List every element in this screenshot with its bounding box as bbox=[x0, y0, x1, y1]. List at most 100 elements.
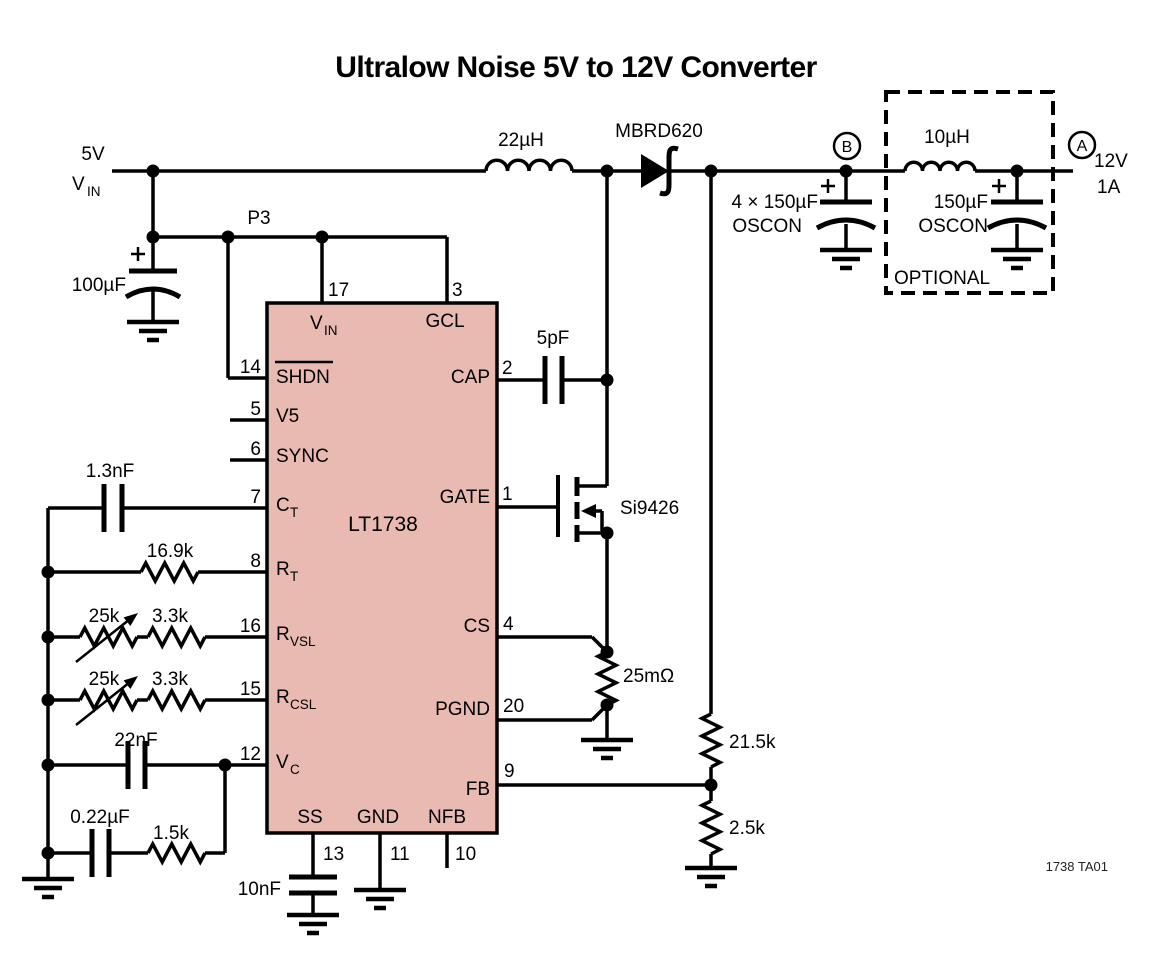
pin-num-10: 10 bbox=[455, 844, 476, 865]
pin-num-3: 3 bbox=[452, 280, 463, 301]
input-voltage-label: 5V bbox=[81, 144, 105, 165]
wire-switch-node bbox=[497, 171, 609, 652]
cap-22nf: 22nF bbox=[114, 730, 158, 789]
ground-symbol-input-cap bbox=[127, 319, 179, 343]
pin-num-9: 9 bbox=[504, 761, 515, 782]
pin-num-7: 7 bbox=[250, 487, 261, 508]
pin-num-16: 16 bbox=[240, 616, 261, 637]
pin-num-1: 1 bbox=[502, 484, 513, 505]
resistor-2.5k-value: 2.5k bbox=[729, 818, 765, 839]
pot-arrow bbox=[75, 618, 131, 663]
optional-dashed-border bbox=[884, 90, 1055, 295]
wire-cs-pgnd bbox=[497, 635, 609, 738]
node-marker-a: A bbox=[1067, 130, 1097, 160]
resistor-16.9k: 16.9k bbox=[139, 541, 200, 585]
pin-label-rvsl: R bbox=[276, 624, 290, 645]
pin-label-vin: V bbox=[310, 313, 323, 334]
pot-rcsl-value: 25k bbox=[89, 669, 120, 690]
ic-body bbox=[265, 301, 499, 835]
cap-1.3nf-value: 1.3nF bbox=[86, 461, 135, 482]
pin-num-15: 15 bbox=[240, 679, 261, 700]
pin-label-sync: SYNC bbox=[276, 446, 329, 467]
ic-part-number: LT1738 bbox=[348, 513, 418, 536]
ic-lt1738: LT1738 V IN GCL SHDN V5 SYNC C T R T R V… bbox=[240, 280, 524, 865]
optional-label: OPTIONAL bbox=[894, 268, 990, 289]
pin-label-cap: CAP bbox=[451, 367, 490, 388]
mosfet-body-arrow bbox=[581, 504, 596, 518]
cap-0.22uf-value: 0.22µF bbox=[70, 807, 130, 828]
pin-label-rvsl-sub: VSL bbox=[290, 634, 316, 649]
cap-100uf: 100µF bbox=[72, 247, 182, 300]
resistor-1.5k: 1.5k bbox=[146, 823, 207, 866]
pin-num-2: 2 bbox=[502, 358, 513, 379]
junction-dots bbox=[41, 164, 1024, 860]
resistor-25mohm: 25mΩ bbox=[594, 650, 674, 707]
pin-num-11: 11 bbox=[390, 844, 410, 865]
resistor-16.9k-value: 16.9k bbox=[147, 541, 194, 562]
pin-label-gcl: GCL bbox=[425, 311, 464, 332]
cap-5pf-value: 5pF bbox=[537, 328, 570, 349]
pin-label-rcsl-sub: CSL bbox=[290, 697, 317, 712]
cap-0.22uf: 0.22µF bbox=[70, 807, 130, 877]
resistor-2.5k: 2.5k bbox=[698, 799, 765, 856]
input-rail-label: V bbox=[72, 174, 85, 195]
mosfet-si9426: Si9426 bbox=[497, 475, 679, 542]
node-b-letter: B bbox=[842, 139, 853, 156]
diode-part-number: MBRD620 bbox=[615, 121, 703, 142]
wire-left-rail bbox=[46, 506, 267, 879]
pin-num-6: 6 bbox=[250, 439, 261, 460]
pin-num-12: 12 bbox=[240, 744, 261, 765]
pot-arrow bbox=[75, 681, 131, 726]
pot-rvsl-value: 25k bbox=[89, 606, 120, 627]
ground-symbol-cap-bank bbox=[820, 247, 872, 271]
ground-symbol-optional-cap bbox=[991, 247, 1043, 271]
pin-label-ss: SS bbox=[297, 807, 322, 828]
cap-22nf-value: 22nF bbox=[114, 730, 157, 751]
pin-num-14: 14 bbox=[240, 357, 262, 378]
diode-mbrd620: MBRD620 bbox=[615, 121, 703, 197]
pin-label-vin-sub: IN bbox=[324, 323, 338, 338]
pin-label-gate: GATE bbox=[440, 487, 490, 508]
pin-label-ct: C bbox=[276, 495, 290, 516]
resistor-21.5k-value: 21.5k bbox=[729, 732, 776, 753]
pin-label-rt-sub: T bbox=[290, 569, 298, 584]
schematic-title: Ultralow Noise 5V to 12V Converter bbox=[335, 51, 817, 84]
output-current-label: 1A bbox=[1097, 177, 1121, 198]
p3-net-label: P3 bbox=[247, 208, 270, 229]
pin-label-ct-sub: T bbox=[290, 505, 298, 520]
resistor-21.5k: 21.5k bbox=[698, 712, 776, 769]
wire-left-stubs bbox=[230, 418, 267, 462]
cap-10nf-value: 10nF bbox=[238, 879, 281, 900]
pin-num-5: 5 bbox=[250, 399, 261, 420]
pin-label-vc-sub: C bbox=[290, 762, 300, 777]
wire-input-and-p3 bbox=[151, 171, 449, 380]
output-voltage-label: 12V bbox=[1094, 151, 1128, 172]
ground-symbol-sense bbox=[581, 737, 633, 761]
cap-1.3nf: 1.3nF bbox=[86, 461, 135, 532]
mosfet-part-number: Si9426 bbox=[620, 498, 679, 519]
inductor-10uh bbox=[903, 160, 977, 172]
cap-150uf-value: 150µF bbox=[934, 192, 988, 213]
cap-bank-4x150uf: 4 × 150µF OSCON bbox=[732, 179, 877, 237]
cap-10nf: 10nF bbox=[238, 874, 337, 900]
pin-label-pgnd: PGND bbox=[435, 699, 490, 720]
pin-num-20: 20 bbox=[503, 696, 524, 717]
optional-filter-box: OPTIONAL 10µH 150µF OSCON bbox=[884, 90, 1055, 295]
inductor-10uh-value: 10µH bbox=[924, 127, 970, 148]
pin-num-17: 17 bbox=[328, 280, 349, 301]
ground-symbol-divider bbox=[685, 865, 737, 889]
resistor-25mohm-value: 25mΩ bbox=[623, 666, 674, 687]
figure-id: 1738 TA01 bbox=[1046, 859, 1108, 874]
cap-5pf: 5pF bbox=[537, 328, 570, 404]
cap-100uf-value: 100µF bbox=[72, 275, 126, 296]
pin-label-fb: FB bbox=[466, 779, 490, 800]
cap-bank-type: OSCON bbox=[732, 216, 802, 237]
pot-rvsl: 25k 3.3k bbox=[75, 606, 207, 663]
pin-label-shdn: SHDN bbox=[276, 367, 330, 388]
resistor-rcsl-value: 3.3k bbox=[152, 669, 188, 690]
pin-label-cs: CS bbox=[464, 616, 490, 637]
ground-symbol-ss bbox=[287, 912, 339, 936]
pot-rcsl: 25k 3.3k bbox=[75, 669, 207, 726]
